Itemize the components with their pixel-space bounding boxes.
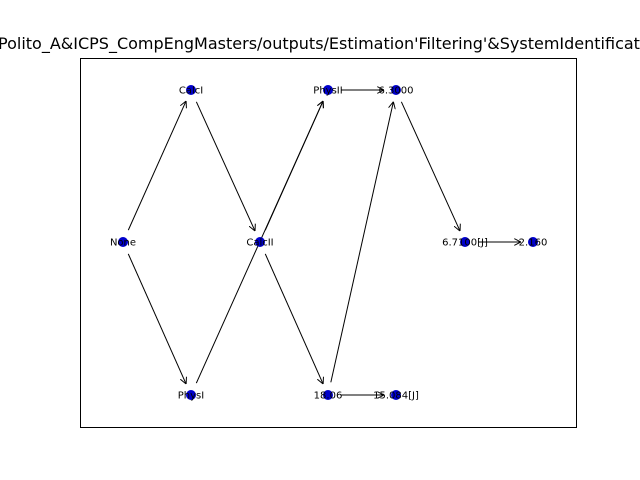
node-label: 6.3000 bbox=[379, 86, 414, 97]
node-marker bbox=[460, 237, 470, 247]
node-marker bbox=[255, 237, 265, 247]
node-marker bbox=[186, 85, 196, 95]
node-label: 18.06 bbox=[314, 391, 343, 402]
node-marker bbox=[186, 390, 196, 400]
node-label: 6.7100[J] bbox=[442, 238, 488, 249]
node-none: None bbox=[110, 237, 136, 249]
node-label: CalcI bbox=[179, 86, 203, 97]
node-label: 15.084[J] bbox=[373, 391, 419, 402]
node-label: None bbox=[110, 238, 136, 249]
node-marker bbox=[323, 390, 333, 400]
node-label: PhysI bbox=[178, 391, 204, 402]
node-n2160: 2.160 bbox=[519, 237, 548, 249]
edge-calcii-to-physii bbox=[264, 101, 323, 231]
node-n1806: 18.06 bbox=[314, 390, 343, 402]
figure-title-text: Polito_A&ICPS_CompEngMasters/outputs/Est… bbox=[0, 34, 640, 53]
node-label: PhysII bbox=[313, 86, 342, 97]
edge-calci-to-calcii bbox=[195, 101, 255, 231]
figure-title: Polito_A&ICPS_CompEngMasters/outputs/Est… bbox=[0, 34, 640, 56]
node-calcii: CalcII bbox=[246, 237, 274, 249]
edge-n63000-to-n67100 bbox=[400, 101, 460, 231]
node-calci: CalcI bbox=[179, 85, 203, 97]
node-marker bbox=[391, 390, 401, 400]
edge-n1806-to-n63000 bbox=[330, 102, 394, 383]
node-marker bbox=[323, 85, 333, 95]
node-physi: PhysI bbox=[178, 390, 204, 402]
node-label: 2.160 bbox=[519, 238, 548, 249]
node-marker bbox=[118, 237, 128, 247]
nodes-layer: None CalcI PhysI CalcII PhysII 18.06 6.3000 6.7… bbox=[110, 85, 547, 402]
node-physii: PhysII bbox=[313, 85, 343, 97]
edge-none-to-physi bbox=[127, 253, 186, 384]
edge-calcii-to-n1806 bbox=[264, 253, 323, 384]
edge-none-to-calci bbox=[127, 101, 186, 231]
plot-frame bbox=[80, 58, 577, 428]
node-label: CalcII bbox=[246, 238, 273, 249]
node-n67100: 6.7100[J] bbox=[442, 237, 488, 249]
node-n15084: 15.084[J] bbox=[373, 390, 419, 402]
node-marker bbox=[528, 237, 538, 247]
node-marker bbox=[391, 85, 401, 95]
node-n63000: 6.3000 bbox=[379, 85, 414, 97]
